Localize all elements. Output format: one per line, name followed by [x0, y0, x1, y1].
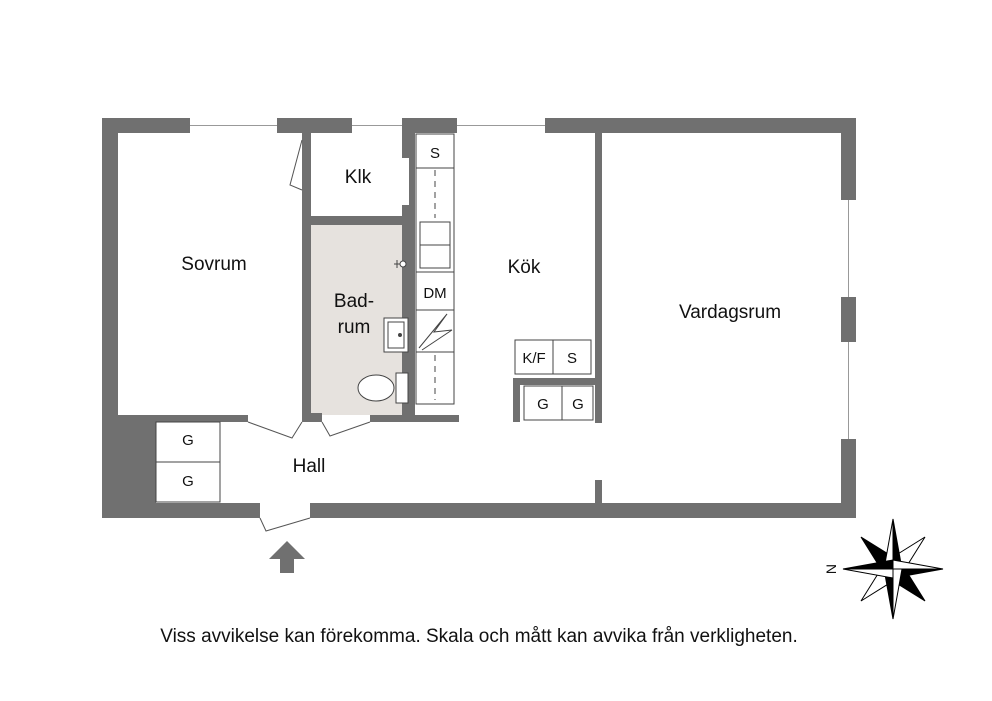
entrance-arrow-icon	[269, 541, 305, 573]
fixture-label-g-hall-2: G	[182, 473, 194, 490]
fixture-label-kf: K/F	[522, 350, 545, 367]
kitchen-cabinets	[514, 339, 594, 421]
fixture-label-dm: DM	[423, 285, 446, 302]
room-label-vardagsrum: Vardagsrum	[679, 302, 781, 323]
compass-north-label: N	[823, 564, 839, 574]
fixture-label-s-counter: S	[567, 350, 577, 367]
fixture-label-g-kitchen-2: G	[572, 396, 584, 413]
interior-walls	[118, 133, 602, 503]
room-label-hall: Hall	[293, 456, 326, 477]
fixture-label-g-hall-1: G	[182, 432, 194, 449]
kitchen-counter	[415, 133, 455, 405]
room-label-sovrum: Sovrum	[181, 254, 246, 275]
room-label-badrum-1: Bad-	[334, 291, 374, 312]
hall-wardrobes	[155, 421, 221, 503]
compass-rose-icon	[842, 518, 944, 620]
bathroom-fixtures	[357, 260, 409, 404]
door-swings	[247, 139, 371, 532]
room-label-klk: Klk	[345, 167, 372, 188]
wall-block	[118, 415, 156, 503]
windows	[190, 118, 856, 439]
fixture-label-g-kitchen-1: G	[537, 396, 549, 413]
room-label-badrum-2: rum	[338, 317, 371, 338]
entrance-gap	[260, 503, 310, 518]
fixture-label-s-top: S	[430, 145, 440, 162]
disclaimer-text: Viss avvikelse kan förekomma. Skala och …	[160, 626, 798, 647]
room-label-kok: Kök	[508, 257, 541, 278]
